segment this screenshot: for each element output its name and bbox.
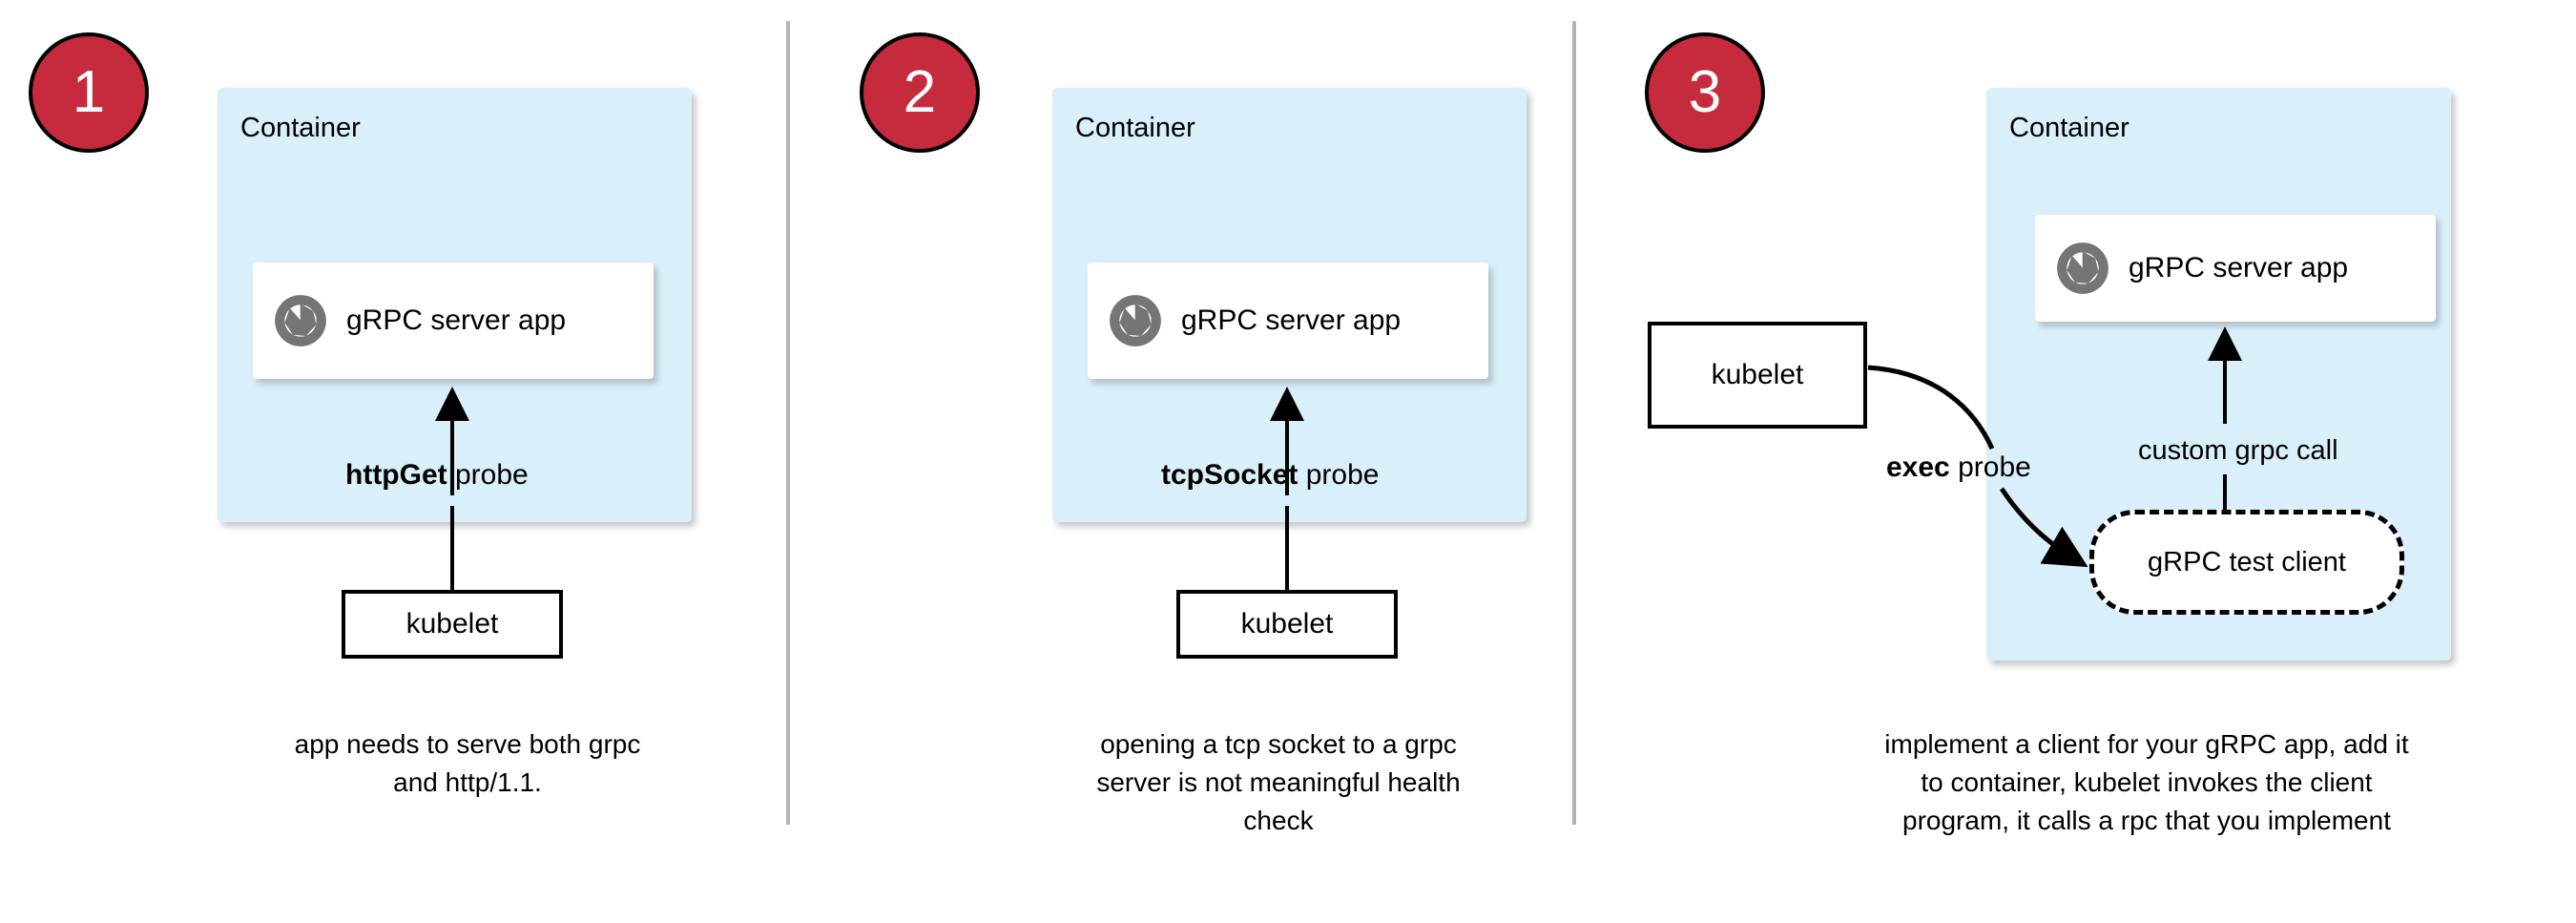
grpc-server-app-label-3: gRPC server app xyxy=(2129,252,2349,283)
caption-3-line-3: program, it calls a rpc that you impleme… xyxy=(1902,805,2391,835)
caption-2-line-1: opening a tcp socket to a grpc xyxy=(1100,729,1457,759)
grpc-aperture-icon xyxy=(2057,242,2109,294)
grpc-test-client-pill: gRPC test client xyxy=(2089,510,2404,615)
grpc-server-app-card-3: gRPC server app xyxy=(2035,215,2436,322)
caption-3-line-2: to container, kubelet invokes the client xyxy=(1921,766,2373,797)
step-badge-2: 2 xyxy=(860,32,980,153)
container-label-2: Container xyxy=(1075,113,1195,143)
kubelet-label-2: kubelet xyxy=(1240,608,1334,640)
grpc-aperture-icon xyxy=(1110,295,1161,346)
custom-grpc-call-text: custom grpc call xyxy=(2138,435,2338,466)
kubelet-box-3: kubelet xyxy=(1648,322,1867,429)
container-label-3: Container xyxy=(2009,113,2129,143)
grpc-server-app-card-1: gRPC server app xyxy=(253,262,654,379)
kubelet-box-2: kubelet xyxy=(1176,590,1398,659)
step-badge-1-number: 1 xyxy=(72,59,106,125)
exec-probe-label: exec probe xyxy=(1886,453,2031,482)
grpc-server-app-card-2: gRPC server app xyxy=(1088,262,1488,379)
grpc-aperture-icon xyxy=(275,295,326,346)
step-badge-1: 1 xyxy=(29,32,149,153)
grpc-server-app-label-1: gRPC server app xyxy=(346,304,567,336)
custom-grpc-call-label: custom grpc call xyxy=(2138,437,2338,465)
tcpsocket-probe-label: tcpSocket probe xyxy=(1161,461,1379,490)
probe-name-1: httpGet xyxy=(345,459,447,491)
caption-1-line-2: and http/1.1. xyxy=(393,766,542,797)
caption-1-line-1: app needs to serve both grpc xyxy=(294,729,641,759)
probe-suffix-1: probe xyxy=(447,459,529,491)
step-badge-3-number: 3 xyxy=(1688,59,1722,125)
grpc-test-client-label: gRPC test client xyxy=(2148,546,2346,577)
httpget-probe-label: httpGet probe xyxy=(345,461,529,490)
caption-3-line-1: implement a client for your gRPC app, ad… xyxy=(1884,729,2409,759)
step-badge-2-number: 2 xyxy=(903,59,937,125)
probe-name-2: tcpSocket xyxy=(1161,459,1298,491)
probe-suffix-2: probe xyxy=(1298,459,1380,491)
panel-divider-1 xyxy=(786,21,790,825)
caption-3: implement a client for your gRPC app, ad… xyxy=(1818,725,2476,839)
kubelet-label-1: kubelet xyxy=(405,608,499,640)
kubelet-label-3: kubelet xyxy=(1711,359,1804,390)
probe-name-3: exec xyxy=(1886,451,1950,483)
probe-suffix-3: probe xyxy=(1949,451,2031,483)
caption-2-line-2: server is not meaningful health xyxy=(1096,766,1461,797)
container-label-1: Container xyxy=(240,113,361,143)
caption-2: opening a tcp socket to a grpc server is… xyxy=(1040,725,1517,839)
step-badge-3: 3 xyxy=(1645,32,1765,153)
caption-2-line-3: check xyxy=(1243,805,1314,835)
grpc-server-app-label-2: gRPC server app xyxy=(1181,304,1402,336)
caption-1: app needs to serve both grpc and http/1.… xyxy=(229,725,706,802)
kubelet-box-1: kubelet xyxy=(342,590,563,659)
panel-divider-2 xyxy=(1572,21,1576,825)
